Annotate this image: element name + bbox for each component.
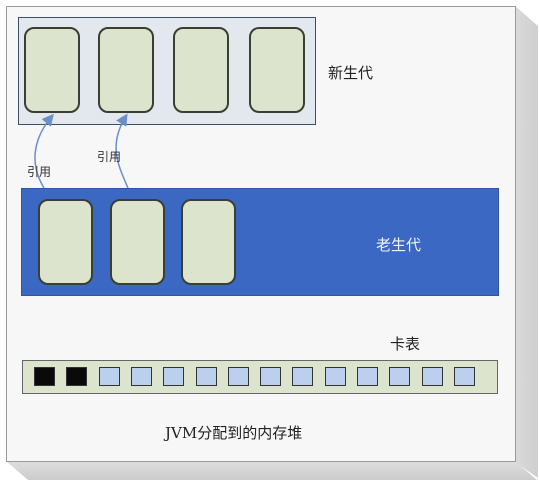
card-clean bbox=[99, 367, 120, 386]
reference-label: 引用 bbox=[27, 165, 52, 179]
card-clean bbox=[131, 367, 152, 386]
card-clean bbox=[228, 367, 249, 386]
heap-label: JVM分配到的内存堆 bbox=[165, 424, 303, 442]
card-clean bbox=[292, 367, 313, 386]
card-dirty bbox=[66, 367, 87, 386]
old-region bbox=[181, 199, 236, 285]
young-generation-label: 新生代 bbox=[328, 64, 374, 82]
reference-arrow bbox=[34, 113, 54, 189]
heap-box-bottom-face bbox=[6, 461, 537, 480]
card-clean bbox=[196, 367, 217, 386]
card-dirty bbox=[34, 367, 55, 386]
card-table-label: 卡表 bbox=[390, 335, 421, 353]
card-clean bbox=[454, 367, 475, 386]
card-clean bbox=[422, 367, 443, 386]
card-clean bbox=[260, 367, 281, 386]
card-clean bbox=[357, 367, 378, 386]
young-region bbox=[249, 27, 305, 113]
card-clean bbox=[163, 367, 184, 386]
card-clean bbox=[389, 367, 410, 386]
young-region bbox=[24, 27, 80, 113]
young-region bbox=[173, 27, 229, 113]
young-region bbox=[98, 27, 154, 113]
old-generation-area bbox=[21, 188, 499, 296]
old-region bbox=[38, 199, 93, 285]
reference-label: 引用 bbox=[97, 150, 122, 164]
old-generation-label: 老生代 bbox=[376, 236, 422, 254]
reference-arrow bbox=[115, 113, 129, 189]
card-clean bbox=[325, 367, 346, 386]
old-region bbox=[110, 199, 165, 285]
